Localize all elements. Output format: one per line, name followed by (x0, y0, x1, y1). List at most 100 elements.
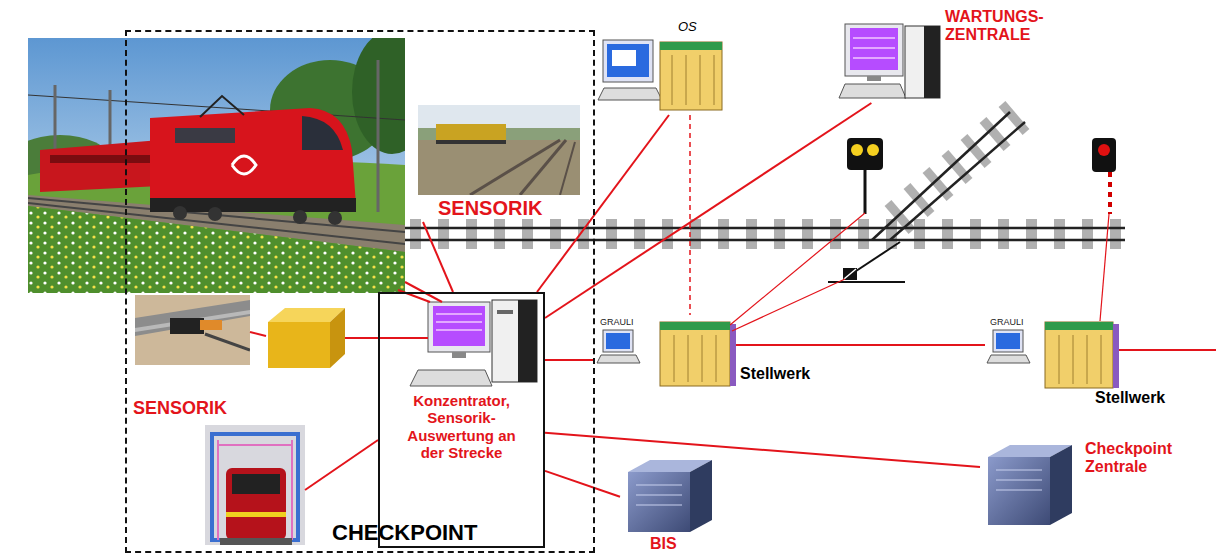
server-tower (636, 485, 682, 486)
server-tower (636, 505, 682, 506)
os-workstation (598, 88, 662, 100)
junction-box (330, 308, 345, 368)
os-workstation (660, 42, 722, 50)
sensor-photo-image (418, 105, 580, 195)
os-workstation (660, 42, 722, 110)
node-text: SENSORIK (438, 197, 542, 220)
portal-photo (205, 425, 305, 545)
rail-sensor-photo (135, 295, 250, 365)
interlocking-equipment (1073, 335, 1074, 384)
train-photo (40, 140, 160, 192)
wire (345, 337, 428, 339)
server-tower (988, 445, 1072, 525)
train-photo (175, 128, 235, 143)
point-machine (850, 242, 900, 275)
device-label: GRAULI (600, 317, 634, 327)
portal-photo (220, 538, 292, 545)
signal (1098, 144, 1110, 156)
interlocking-equipment (603, 330, 633, 352)
railway-track (405, 104, 1125, 249)
interlocking-equipment (606, 333, 630, 349)
train-photo (28, 206, 405, 293)
signal (1108, 172, 1112, 214)
server: Checkpoint Zentrale (980, 438, 1190, 530)
wire (250, 213, 1216, 490)
maintenance-pc (867, 76, 881, 81)
server-tower (988, 457, 1050, 525)
train-photo (28, 38, 405, 293)
node-text: CHECKPOINT (332, 520, 477, 545)
interlocking-equipment (660, 322, 730, 386)
train-photo (293, 210, 307, 224)
wire (730, 213, 865, 325)
concentrator-pc (410, 300, 537, 386)
maintenance-pc (853, 47, 895, 49)
interlocking-equipment (1059, 335, 1060, 384)
interlocking-equipment (702, 335, 703, 382)
sensor-photo-image (520, 140, 566, 195)
concentrator-pc (436, 313, 482, 315)
connector-line (820, 344, 985, 346)
maintenance-pc (924, 26, 940, 98)
interlocking-equipment (716, 335, 717, 382)
rail-sensor-photo (205, 334, 250, 350)
os-workstation (672, 55, 673, 105)
railway-track (1002, 104, 1026, 132)
node-text: Konzentrator, Sensorik- Auswertung an de… (396, 392, 527, 461)
maintenance-pc (905, 26, 940, 98)
sensor-photo-image (418, 105, 580, 195)
interlocking-equipment (996, 333, 1020, 349)
train-photo (377, 60, 380, 212)
railway-track (872, 112, 1010, 240)
signal (851, 144, 863, 156)
server: BIS (620, 455, 720, 557)
wire (305, 440, 378, 490)
server-tower (628, 472, 690, 532)
server-tower (1050, 445, 1072, 525)
portal-photo (217, 440, 219, 540)
concentrator-pc (428, 302, 490, 352)
interlocking-equipment (1087, 335, 1088, 384)
train-photo (173, 206, 187, 220)
wire (1119, 349, 1216, 351)
concentrator-pc (497, 310, 513, 314)
portal-photo (232, 474, 280, 494)
device-label: GRAULI (990, 317, 1024, 327)
interlocking-equipment (597, 355, 640, 363)
server-tower (996, 470, 1042, 471)
point-machine (843, 268, 857, 280)
portal-photo (218, 444, 292, 446)
interlocking-equipment (688, 335, 689, 382)
os-workstation (603, 40, 653, 82)
train-photo (328, 211, 342, 225)
maintenance-pc (845, 24, 903, 76)
os-computer: OS (600, 20, 725, 115)
train-photo (208, 207, 222, 221)
concentrator-pc (436, 321, 482, 323)
wire (1100, 214, 1109, 321)
interlocking-equipment (1101, 335, 1102, 384)
interlocking-equipment (993, 330, 1023, 352)
interlocking-equipment (730, 324, 736, 386)
railway-track (405, 239, 1125, 242)
checkpoint-region: CHECKPOINT SENSORIK SENSORIK Konzentrator, … (125, 30, 595, 553)
concentrator-box: Konzentrator, Sensorik- Auswertung an de… (378, 292, 545, 548)
sensor-photo: SENSORIK (415, 102, 585, 222)
os-workstation (686, 55, 687, 105)
sensor-photo-image (436, 124, 506, 142)
signal (1092, 138, 1116, 214)
concentrator-pc (436, 329, 482, 331)
maintenance-pc (853, 57, 895, 59)
server-tower (690, 460, 712, 532)
sensor-photo-image (436, 140, 506, 144)
interlocking-equipment (987, 355, 1030, 363)
concentrator-pc (410, 370, 492, 386)
sensor-photo-image (470, 140, 560, 195)
signal (1092, 138, 1116, 172)
os-workstation (700, 55, 701, 105)
node-text: WARTUNGS- ZENTRALE (945, 8, 1055, 45)
node-text: SENSORIK (133, 398, 227, 419)
interlocking-equipment (597, 322, 736, 386)
